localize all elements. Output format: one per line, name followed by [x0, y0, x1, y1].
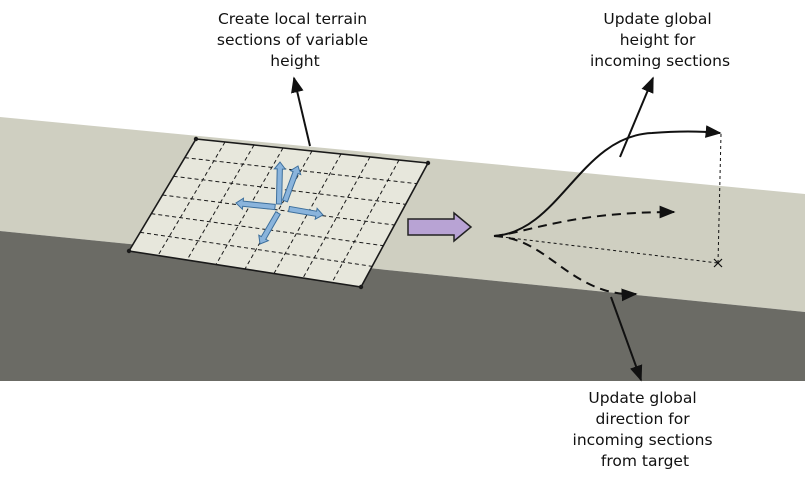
terrain-side-surface	[0, 231, 805, 381]
grid-corner-dot	[126, 248, 132, 254]
direction-path	[493, 235, 638, 302]
global-update-curves	[493, 125, 723, 302]
global-direction-pointer	[610, 296, 643, 382]
global-direction-label: Update global direction for incoming sec…	[573, 389, 718, 470]
grid-column-line	[186, 144, 255, 261]
global-height-pointer	[619, 76, 654, 158]
grid-column-line	[273, 153, 342, 274]
grid-column-line	[157, 141, 226, 256]
process-flow-arrow	[407, 211, 473, 243]
target-cross-marker	[713, 258, 723, 268]
grid-lines	[140, 141, 417, 283]
callout-pointers	[291, 76, 654, 382]
target-baseline	[493, 235, 719, 264]
global-height-label: Update global height for incoming sectio…	[590, 10, 730, 70]
grid-row-line	[173, 175, 406, 205]
grid-corner-dot	[193, 136, 199, 142]
grid-column-line	[331, 159, 400, 283]
direction-arrow-down-left	[258, 211, 281, 245]
grid-column-line	[302, 156, 371, 279]
grid-corner-dot	[425, 160, 431, 166]
middle-path	[493, 205, 676, 237]
local-sections-pointer	[291, 76, 311, 147]
direction-arrow-up-right	[281, 165, 302, 203]
direction-arrow-right	[287, 205, 324, 221]
grid-column-line	[215, 147, 284, 265]
direction-arrow-up-left	[273, 161, 287, 205]
grid-corner-dot	[358, 284, 364, 290]
grid-row-line	[162, 194, 395, 226]
grid-row-line	[184, 157, 417, 185]
local-sections-label: Create local terrain sections of variabl…	[217, 10, 373, 70]
grid-corner-dots	[126, 136, 431, 290]
height-path	[493, 125, 722, 237]
direction-arrows	[235, 161, 324, 245]
direction-arrow-left	[235, 197, 276, 211]
grid-column-line	[244, 150, 313, 270]
